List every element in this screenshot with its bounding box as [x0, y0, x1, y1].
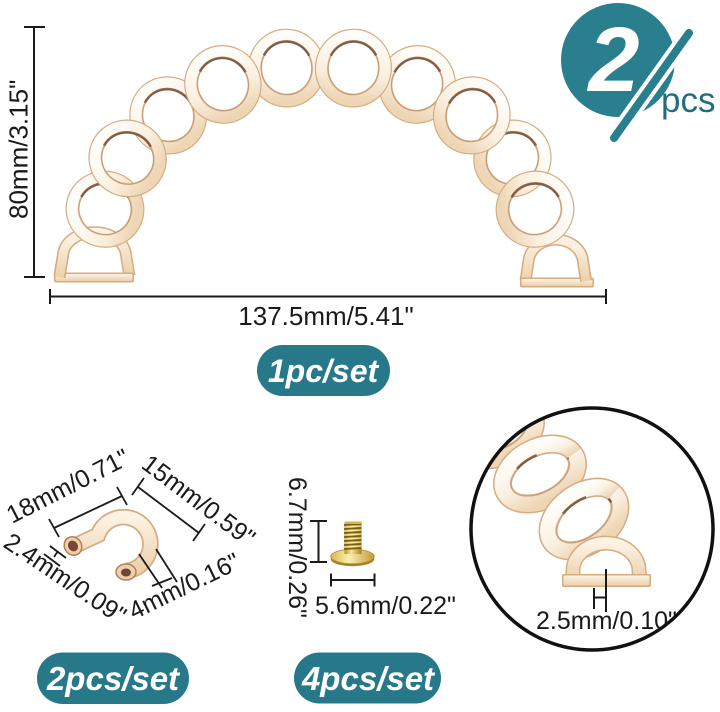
svg-text:1pc/set: 1pc/set: [268, 353, 380, 389]
svg-text:137.5mm/5.41": 137.5mm/5.41": [238, 301, 413, 331]
svg-text:80mm/3.15": 80mm/3.15": [4, 80, 34, 219]
svg-text:4pcs/set: 4pcs/set: [301, 660, 436, 697]
svg-text:2pcs/set: 2pcs/set: [46, 660, 181, 697]
svg-text:2.5mm/0.10": 2.5mm/0.10": [536, 607, 677, 635]
svg-text:pcs: pcs: [661, 81, 715, 120]
svg-text:6.7mm/0.26": 6.7mm/0.26": [283, 477, 311, 618]
svg-text:2: 2: [586, 9, 639, 111]
svg-text:5.6mm/0.22": 5.6mm/0.22": [315, 592, 456, 620]
